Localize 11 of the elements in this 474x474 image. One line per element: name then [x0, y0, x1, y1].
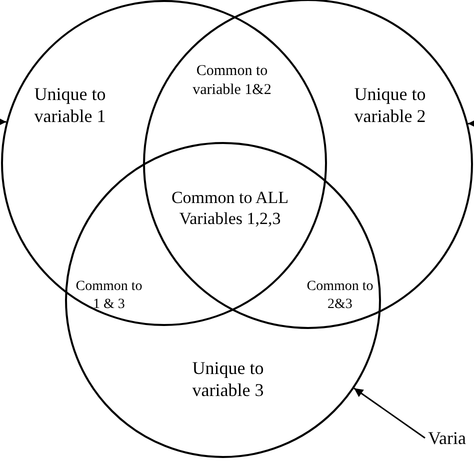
arrow [0, 117, 6, 126]
region-label: Unique to variable 1 [33, 84, 107, 128]
region-label: Common to 1 & 3 [74, 278, 144, 313]
arrow [468, 119, 474, 128]
region-label: Unique to variable 3 [191, 358, 265, 402]
callout-text: Varia [428, 428, 466, 450]
region-label: Common to variable 1&2 [192, 62, 272, 100]
region-label: Common to ALL Variables 1,2,3 [170, 187, 290, 230]
arrow [354, 388, 426, 439]
region-label: Unique to variable 2 [353, 84, 427, 128]
region-label: Common to 2&3 [306, 278, 374, 313]
